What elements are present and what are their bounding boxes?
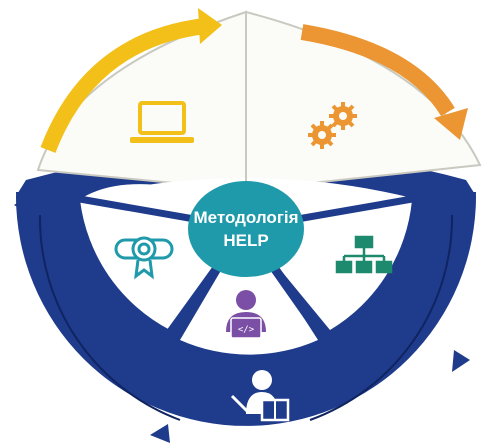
laptop-icon bbox=[130, 101, 194, 143]
orange-arrow bbox=[300, 24, 455, 117]
svg-text:</>: </> bbox=[238, 325, 255, 335]
ring-arrowhead-right bbox=[452, 350, 470, 372]
center-hub bbox=[188, 181, 304, 277]
ring-cycle-line-left bbox=[38, 214, 181, 421]
center-title-line1: Методологія bbox=[193, 208, 299, 227]
gears-icon bbox=[308, 102, 357, 149]
developer-icon: </> bbox=[226, 290, 266, 339]
yellow-arrow bbox=[40, 18, 206, 153]
teacher-icon bbox=[230, 370, 290, 422]
yellow-arrowhead bbox=[198, 8, 222, 44]
org-chart-icon bbox=[335, 235, 393, 274]
orange-arrowhead bbox=[434, 108, 468, 140]
ring-arrowhead-left bbox=[14, 195, 30, 215]
certificate-icon bbox=[114, 236, 174, 280]
segment-gears bbox=[245, 10, 482, 192]
ring-cycle-line-right bbox=[309, 214, 454, 421]
ring-arrowhead-bottom bbox=[150, 424, 170, 443]
center-title-line2: HELP bbox=[223, 231, 269, 250]
